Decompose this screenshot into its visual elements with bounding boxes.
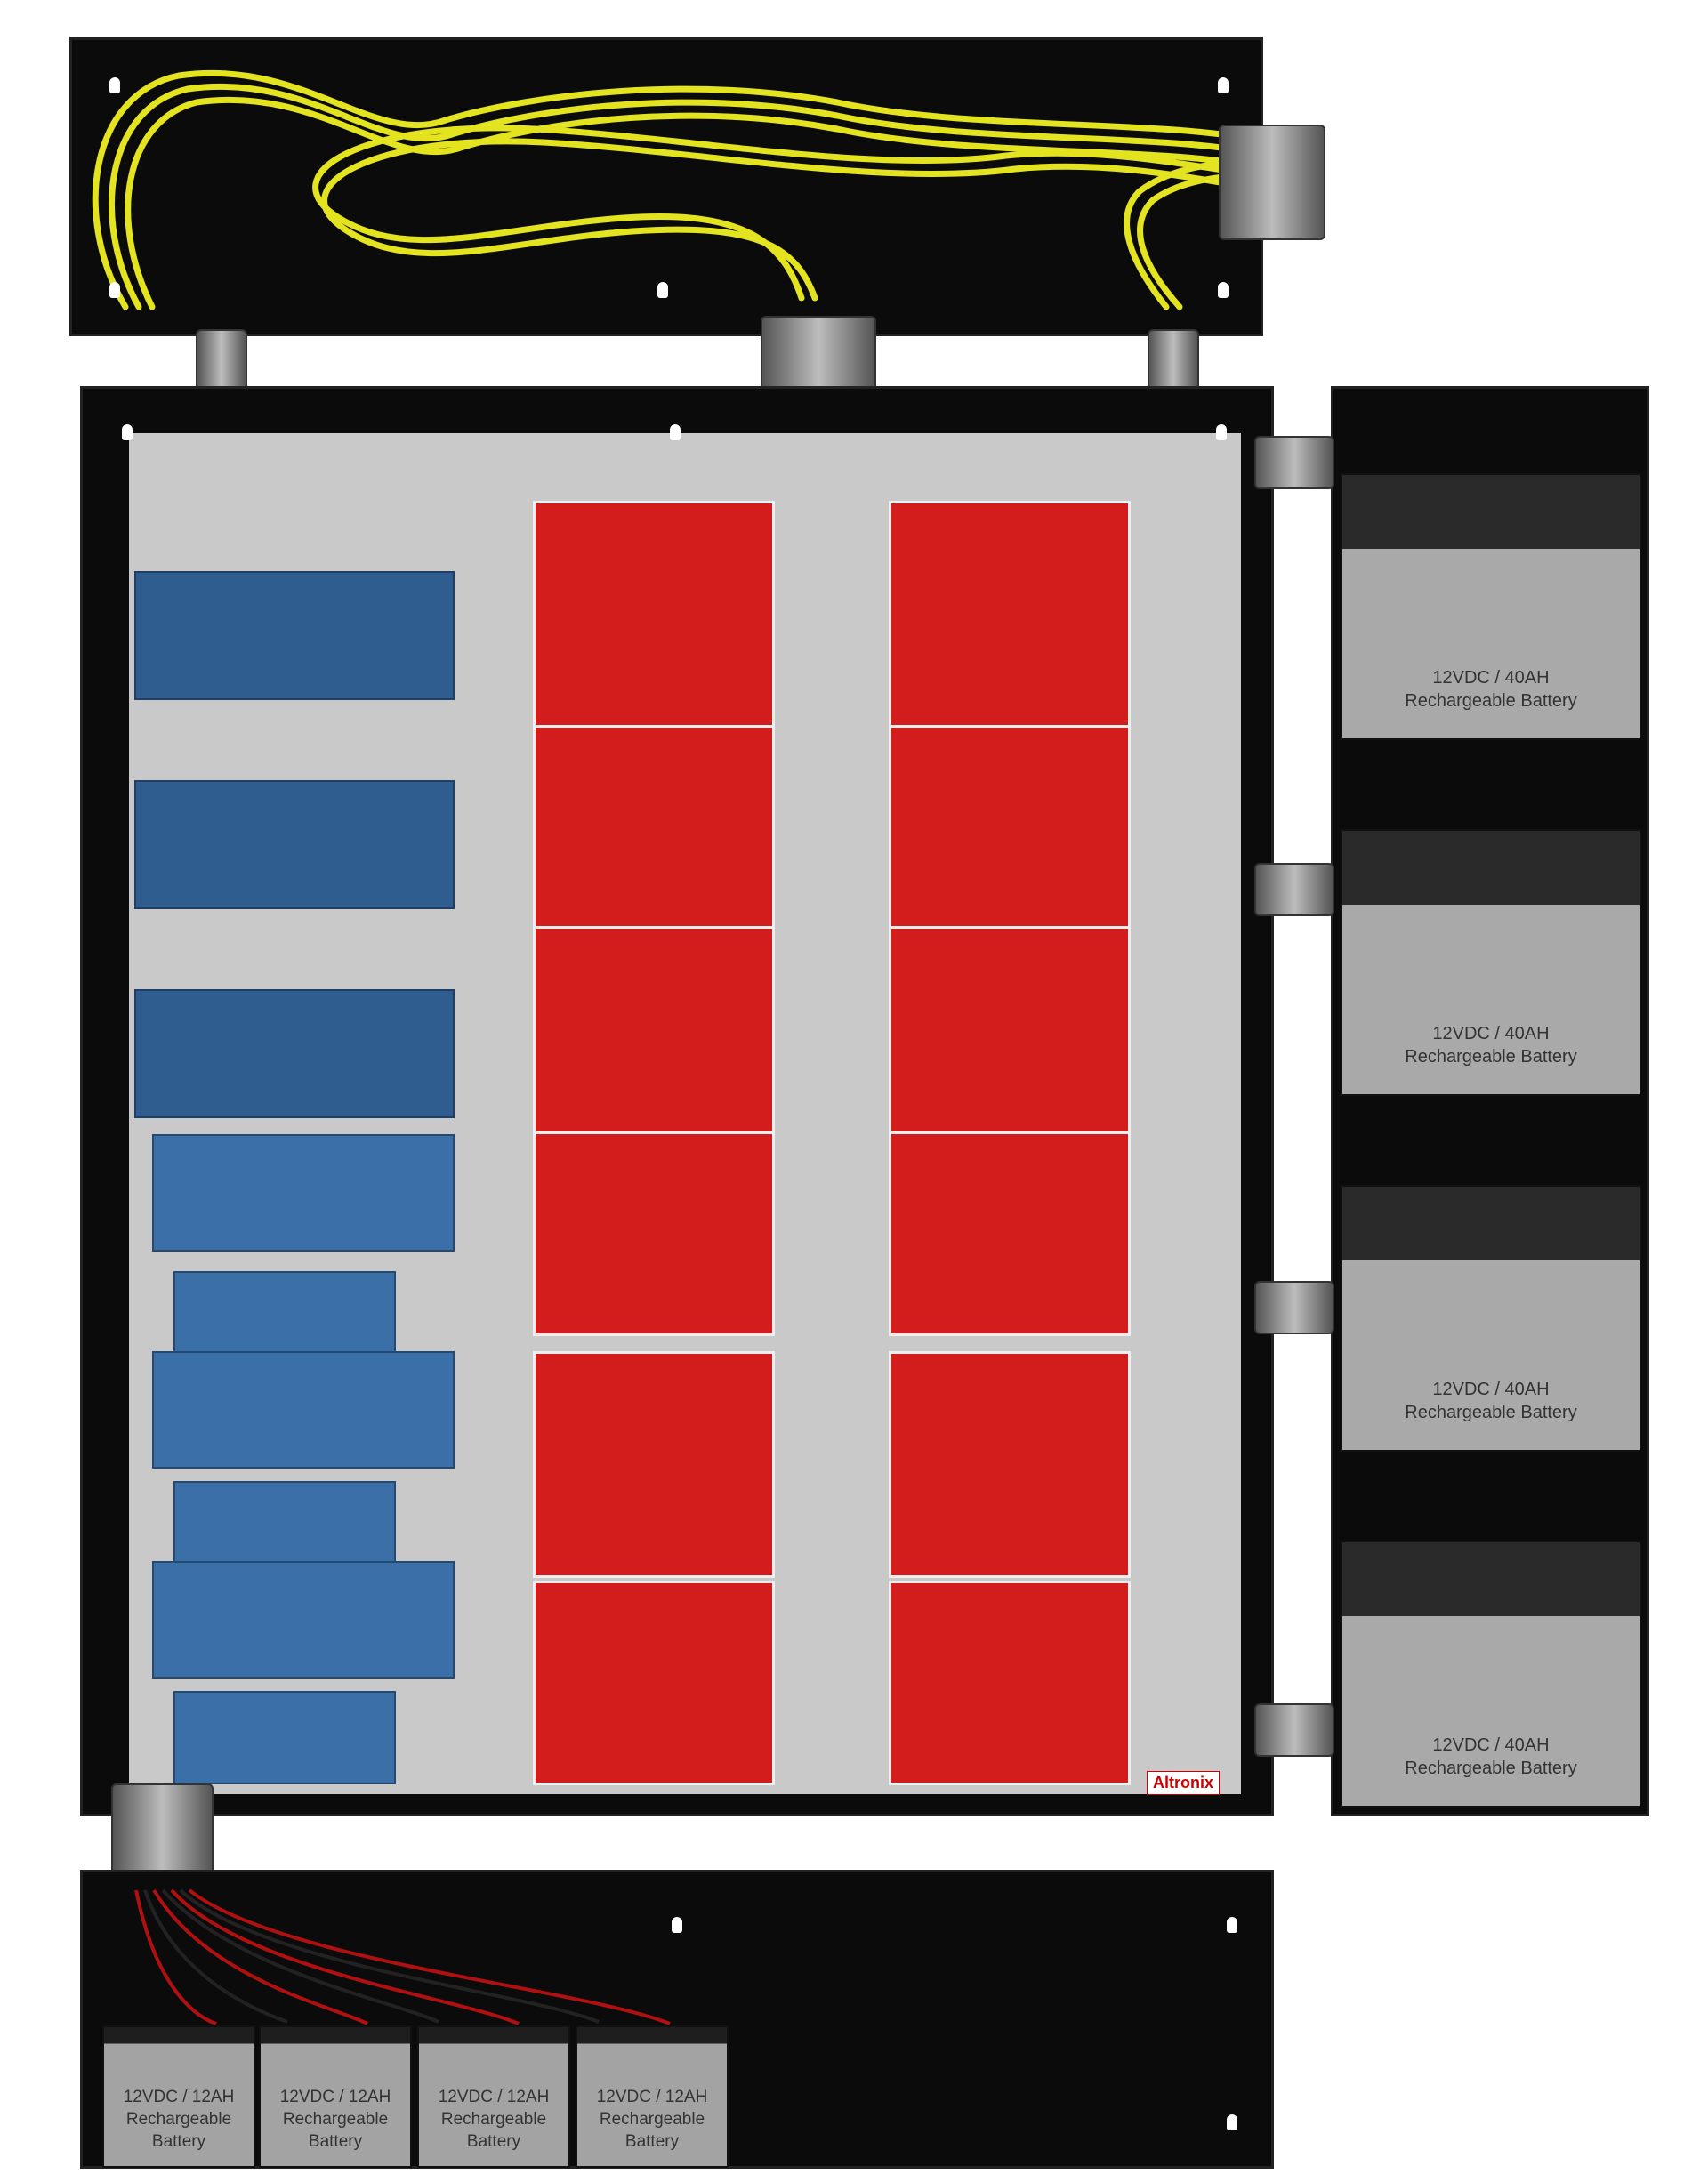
power-supply-board xyxy=(134,780,455,909)
battery-type: Rechargeable xyxy=(599,2110,705,2129)
conduit-gland xyxy=(1254,1703,1334,1757)
brand-logo: Altronix xyxy=(1147,1771,1221,1795)
access-control-board xyxy=(533,725,775,930)
battery-type-suffix: Battery xyxy=(308,2132,363,2151)
battery-40ah: 12VDC / 40AH Rechargeable Battery xyxy=(1341,1541,1641,1808)
access-control-board xyxy=(889,1131,1131,1336)
access-control-board xyxy=(533,1581,775,1785)
mounting-keyhole xyxy=(109,77,120,93)
access-control-board xyxy=(533,1131,775,1336)
battery-type: Rechargeable xyxy=(125,2110,232,2129)
battery-40ah: 12VDC / 40AH Rechargeable Battery xyxy=(1341,1185,1641,1452)
battery-40ah: 12VDC / 40AH Rechargeable Battery xyxy=(1341,473,1641,740)
battery-type-suffix: Battery xyxy=(466,2132,521,2151)
battery-rating: 12VDC / 12AH xyxy=(438,2088,550,2106)
battery-rating: 12VDC / 40AH xyxy=(1432,1024,1550,1043)
access-control-board xyxy=(889,1351,1131,1578)
battery-type: Rechargeable xyxy=(282,2110,389,2129)
battery-type: Rechargeable Battery xyxy=(1405,691,1577,711)
power-distribution-module xyxy=(152,1561,455,1679)
access-control-board xyxy=(889,501,1131,728)
battery-rating: 12VDC / 40AH xyxy=(1432,1380,1550,1399)
battery-cables xyxy=(134,1888,671,2025)
access-control-board xyxy=(889,926,1131,1135)
mounting-keyhole xyxy=(1218,77,1229,93)
battery-type: Rechargeable Battery xyxy=(1405,1759,1577,1778)
battery-rating: 12VDC / 12AH xyxy=(596,2088,708,2106)
access-control-board xyxy=(533,1351,775,1578)
mounting-keyhole xyxy=(1227,2114,1237,2130)
conduit-gland xyxy=(1254,1281,1334,1334)
mounting-keyhole xyxy=(109,282,120,298)
battery-rating: 12VDC / 40AH xyxy=(1432,668,1550,688)
conduit-gland xyxy=(1219,125,1325,240)
power-supply-board xyxy=(134,571,455,700)
access-control-board xyxy=(889,1581,1131,1785)
battery-type: Rechargeable Battery xyxy=(1405,1047,1577,1067)
yellow-wire-bundle xyxy=(92,69,1250,310)
battery-enclosure-right: 12VDC / 40AH Rechargeable Battery 12VDC /… xyxy=(1331,386,1649,1816)
battery-type-suffix: Battery xyxy=(624,2132,680,2151)
top-wiring-enclosure xyxy=(69,37,1263,336)
mounting-keyhole xyxy=(670,424,681,440)
battery-type: Rechargeable Battery xyxy=(1405,1403,1577,1422)
access-control-board xyxy=(533,501,775,728)
power-distribution-module xyxy=(152,1351,455,1469)
battery-type: Rechargeable xyxy=(440,2110,547,2129)
conduit-gland xyxy=(1254,436,1334,489)
power-distribution-module xyxy=(152,1134,455,1252)
conduit-gland xyxy=(111,1783,214,1886)
battery-type-suffix: Battery xyxy=(151,2132,206,2151)
battery-rating: 12VDC / 12AH xyxy=(279,2088,391,2106)
mounting-keyhole xyxy=(122,424,133,440)
mounting-keyhole xyxy=(1218,282,1229,298)
power-supply-board xyxy=(134,989,455,1118)
conduit-gland xyxy=(1254,863,1334,916)
battery-rating: 12VDC / 12AH xyxy=(123,2088,235,2106)
power-distribution-module xyxy=(173,1271,396,1365)
access-control-board xyxy=(889,725,1131,930)
mounting-keyhole xyxy=(1216,424,1227,440)
mounting-keyhole xyxy=(657,282,668,298)
battery-rating: 12VDC / 40AH xyxy=(1432,1735,1550,1755)
battery-40ah: 12VDC / 40AH Rechargeable Battery xyxy=(1341,829,1641,1096)
mounting-keyhole xyxy=(672,1917,682,1933)
access-control-board xyxy=(533,926,775,1135)
mounting-keyhole xyxy=(1227,1917,1237,1933)
main-enclosure: Altronix xyxy=(80,386,1274,1816)
power-distribution-module xyxy=(173,1691,396,1784)
